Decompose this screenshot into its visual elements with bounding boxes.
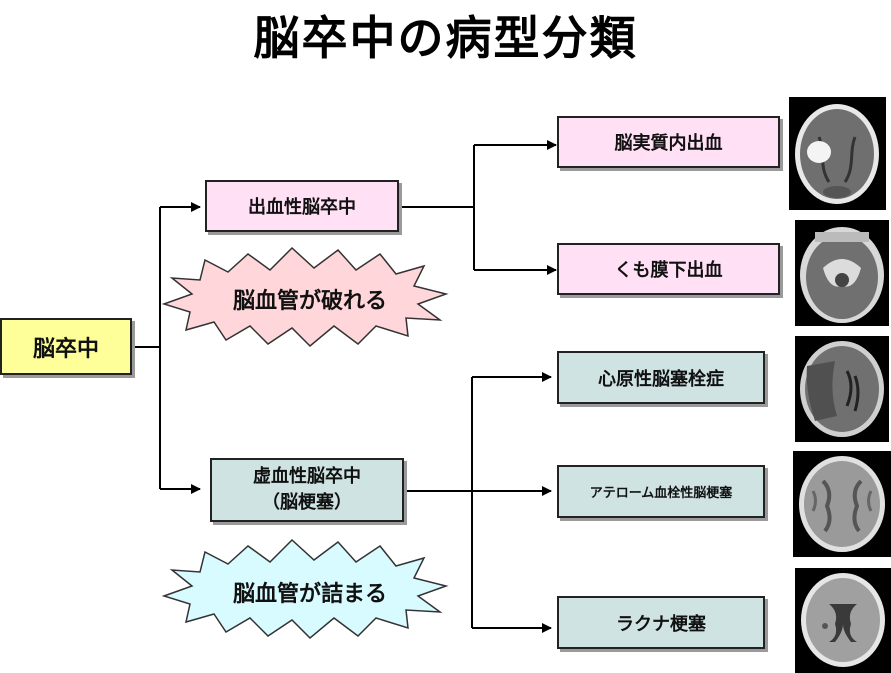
lacunar-node: ラクナ梗塞: [557, 596, 765, 649]
ischemic-node: 虚血性脳卒中 （脳梗塞）: [210, 458, 404, 522]
hemorrhagic-node: 出血性脳卒中: [205, 180, 399, 232]
intraparenchymal-node: 脳実質内出血: [557, 116, 780, 168]
burst-occlusion-shape: [161, 538, 449, 640]
burst-occlusion-label: 脳血管が詰まる: [232, 582, 387, 607]
cardioembolic-node: 心原性脳塞栓症: [557, 351, 765, 404]
page-title: 脳卒中の病型分類: [253, 11, 638, 65]
ct-scan-cardioembolic-infarction: [795, 336, 889, 442]
ct-scan-subarachnoid-hemorrhage: [795, 220, 889, 326]
atherothrombotic-node: アテローム血栓性脳梗塞: [557, 465, 765, 518]
ct-scan-intraparenchymal-hemorrhage: [789, 97, 886, 210]
burst-rupture-shape: [161, 246, 449, 348]
ct-scan-atherothrombotic-infarction: [793, 451, 891, 557]
subarachnoid-node: くも膜下出血: [557, 243, 780, 295]
root-node: 脳卒中: [0, 318, 132, 375]
burst-rupture-label: 脳血管が破れる: [232, 289, 387, 314]
ct-scan-lacunar-infarction: [795, 568, 891, 673]
